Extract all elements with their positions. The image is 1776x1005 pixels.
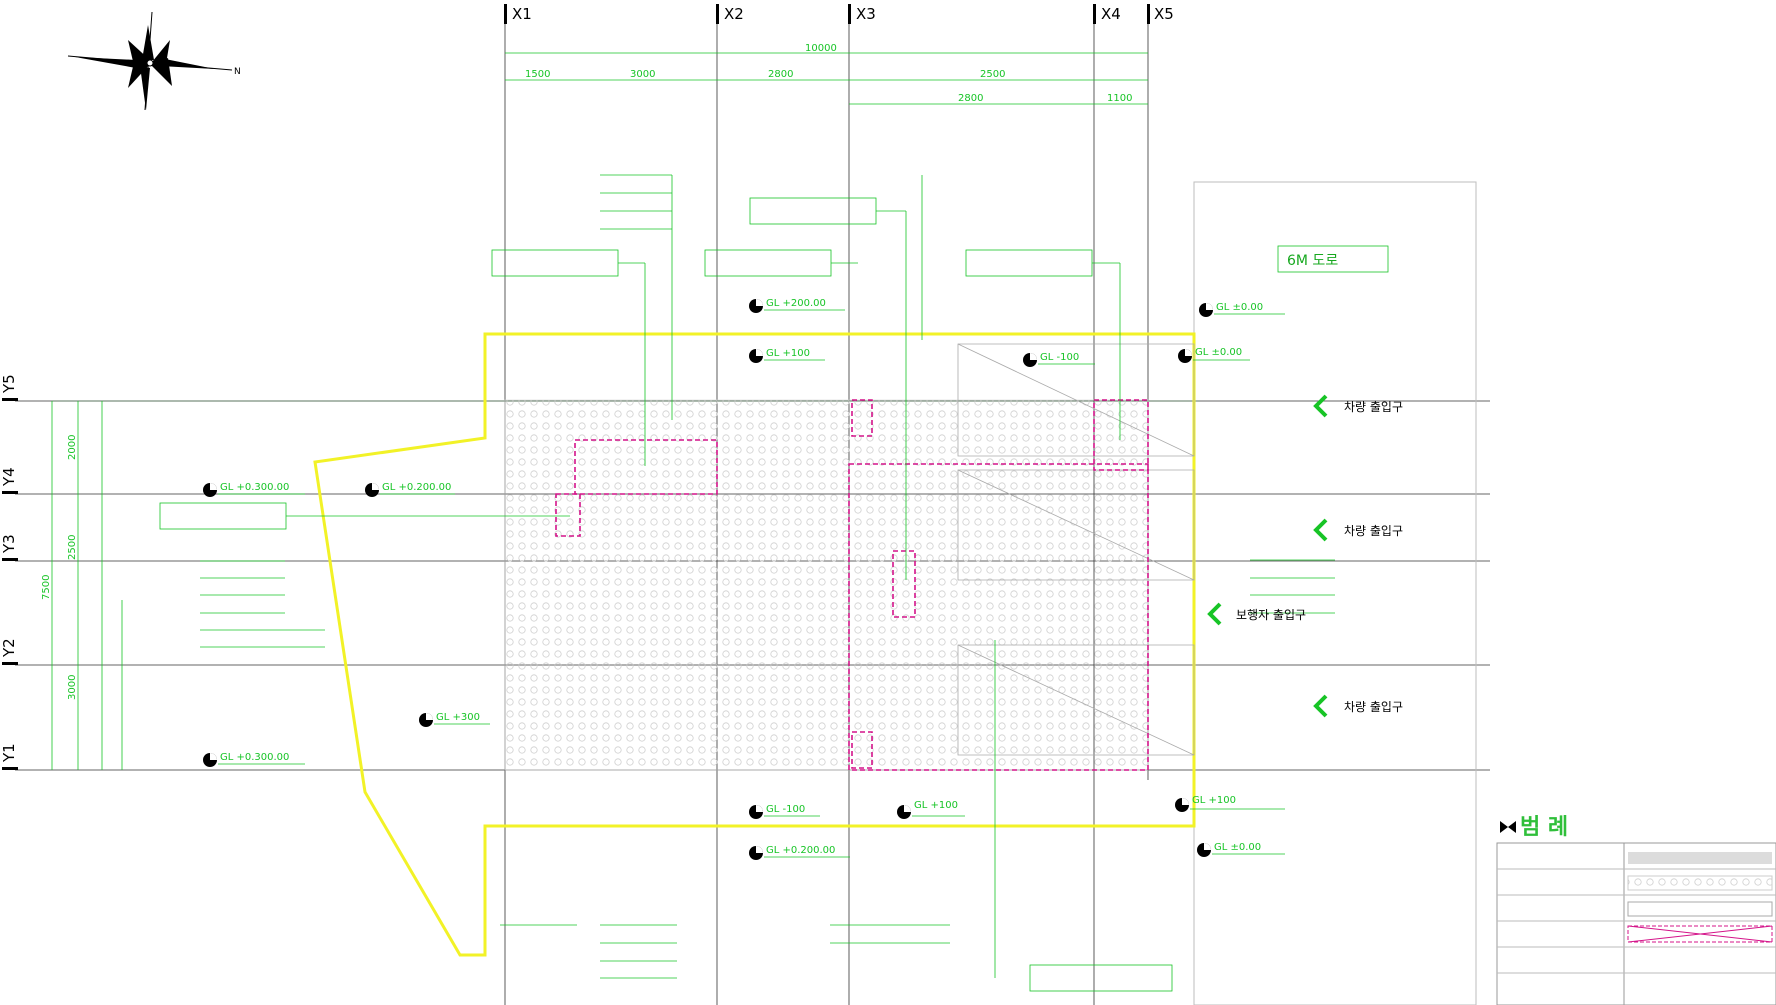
dim-seg-x1: 1500 (525, 69, 550, 80)
vehicle-entrance-2: 차량 출입구 (1313, 518, 1403, 542)
level-text-8: GL +0.300.00 (220, 752, 289, 763)
grid-y2-label: Y2 (0, 638, 18, 658)
level-markers: GL +200.00 GL +100 GL -100 GL ±0.00 GL ±… (203, 298, 1285, 860)
grid-y-markers: Y1 Y2 Y3 Y4 Y5 (0, 374, 18, 770)
level-text-13: GL +300 (436, 712, 480, 723)
annotation-boxes (159, 175, 1173, 992)
north-label: N (234, 67, 241, 77)
legend-title: 범 례 (1520, 815, 1568, 840)
level-text-1: GL +200.00 (766, 298, 826, 309)
grid-y3-label: Y3 (0, 534, 18, 554)
legend: 범 례 (1496, 815, 1776, 1005)
level-marker-1: GL +200.00 (749, 298, 845, 313)
dim-seg-x4: 2500 (980, 69, 1005, 80)
level-text-6: GL +0.300.00 (220, 482, 289, 493)
level-text-12: GL +100 (1192, 795, 1236, 806)
grid-y4-label: Y4 (0, 467, 18, 487)
vehicle-entrance-1-label: 차량 출입구 (1344, 400, 1403, 414)
level-text-2: GL +100 (766, 348, 810, 359)
grid-x1-label: X1 (512, 5, 532, 23)
level-marker-7: GL +0.200.00 (365, 482, 455, 497)
vehicle-entrance-3: 차량 출입구 (1313, 694, 1403, 718)
dim-overall-x: 10000 (805, 43, 837, 54)
level-marker-10: GL -100 (749, 804, 820, 819)
grid-y1-label: Y1 (0, 743, 18, 763)
level-marker-9: GL +0.200.00 (749, 845, 850, 860)
grid-x5-label: X5 (1154, 5, 1174, 23)
dimension-texts: 10000 1500 3000 2800 2500 2800 1100 7500… (41, 43, 1132, 700)
level-text-7: GL +0.200.00 (382, 482, 451, 493)
parking-bays (957, 343, 1195, 756)
grid-x3-label: X3 (856, 5, 876, 23)
dim-seg-x3: 2800 (768, 69, 793, 80)
legend-marker-icon (1500, 821, 1508, 833)
level-text-11: GL +100 (914, 800, 958, 811)
vehicle-entrance-1: 차량 출입구 (1313, 394, 1403, 418)
level-marker-12: GL +100 (1175, 795, 1285, 812)
chevron-left-icon (1313, 394, 1328, 418)
grid-y5-label: Y5 (0, 374, 18, 394)
level-marker-4: GL ±0.00 (1199, 302, 1285, 317)
dashed-zones (555, 399, 1149, 771)
dim-seg-y2: 2500 (67, 535, 78, 560)
pedestrian-entrance-label: 보행자 출입구 (1236, 607, 1306, 622)
vehicle-entrance-2-label: 차량 출입구 (1344, 524, 1403, 538)
level-text-14: GL ±0.00 (1195, 347, 1242, 358)
pedestrian-entrance: 보행자 출입구 (1207, 602, 1306, 626)
grid-x4-label: X4 (1101, 5, 1121, 23)
dim-seg-x2: 3000 (630, 69, 655, 80)
grid-x-markers: X1 X2 X3 X4 X5 (504, 4, 1174, 24)
dim-seg-y1: 2000 (67, 435, 78, 460)
dim-lower-x1: 2800 (958, 93, 983, 104)
entrance-markers: 차량 출입구 차량 출입구 보행자 출입구 차량 출입구 (1207, 394, 1403, 718)
building-footprint-hatch (504, 399, 1149, 771)
chevron-left-icon (1313, 518, 1328, 542)
dim-overall-y: 7500 (41, 575, 52, 600)
annotation-stacks (200, 174, 1335, 979)
level-marker-13: GL +300 (419, 712, 490, 727)
road-label: 6M 도로 (1287, 253, 1338, 269)
level-marker-14: GL ±0.00 (1178, 347, 1250, 363)
chevron-left-icon (1207, 602, 1222, 626)
dim-lower-x2: 1100 (1107, 93, 1132, 104)
grid-x2-label: X2 (724, 5, 744, 23)
level-marker-6: GL +0.300.00 (203, 482, 305, 497)
level-marker-8: GL +0.300.00 (203, 752, 305, 767)
level-text-9: GL +0.200.00 (766, 845, 835, 856)
chevron-left-icon (1313, 694, 1328, 718)
level-marker-3: GL -100 (1023, 352, 1095, 367)
north-arrow-icon: N (67, 11, 241, 111)
level-text-5: GL ±0.00 (1214, 842, 1261, 853)
level-text-10: GL -100 (766, 804, 805, 815)
dim-seg-y3: 3000 (67, 675, 78, 700)
level-marker-11: GL +100 (897, 800, 965, 819)
vehicle-entrance-3-label: 차량 출입구 (1344, 700, 1403, 714)
level-marker-2: GL +100 (749, 348, 825, 363)
level-text-4: GL ±0.00 (1216, 302, 1263, 313)
level-text-3: GL -100 (1040, 352, 1079, 363)
level-marker-5: GL ±0.00 (1197, 842, 1285, 857)
